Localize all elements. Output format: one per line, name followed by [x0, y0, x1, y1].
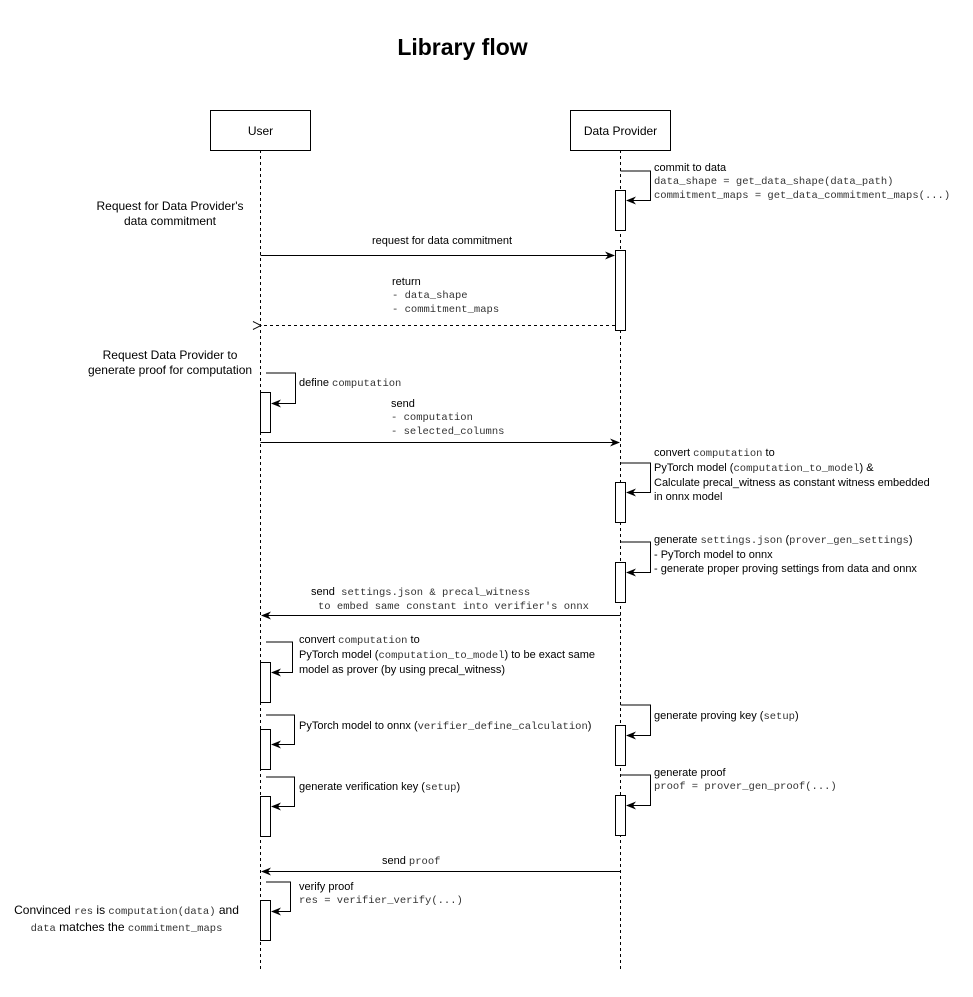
note-convinced: Convinced res is computation(data) and d… — [14, 903, 239, 935]
note-request-commitment: Request for Data Provider's data commitm… — [96, 199, 244, 228]
actor-provider-label: Data Provider — [583, 123, 658, 138]
label-send-computation: send - computation - selected_columns — [391, 398, 505, 438]
diagram-title: Library flow — [397, 34, 528, 60]
label-send-settings: send settings.json & precal_witness to e… — [311, 586, 589, 613]
provider-activation-request — [615, 250, 626, 331]
user-activation-verify — [260, 900, 271, 941]
label-convert-user: convert computation to PyTorch model (co… — [299, 634, 596, 676]
gen-settings-self-arrow — [620, 541, 651, 577]
convert-user-self-arrow — [266, 641, 293, 677]
verify-self-arrow — [266, 881, 291, 916]
user-activation-vk — [260, 796, 271, 837]
label-send-proof: send proof — [382, 855, 441, 868]
provider-activation-settings — [615, 562, 626, 603]
actor-user-label: User — [247, 123, 274, 138]
define-self-arrow — [266, 372, 296, 408]
user-activation-convert — [260, 662, 271, 703]
label-verify-proof: verify proof res = verifier_verify(...) — [299, 881, 463, 907]
label-proving-key: generate proving key (setup) — [654, 710, 799, 723]
to-onnx-self-arrow — [266, 714, 295, 749]
label-return: return - data_shape - commitment_maps — [392, 276, 500, 316]
label-define-computation: define computation — [299, 377, 402, 390]
convert-provider-self-arrow — [620, 462, 651, 497]
label-commit-to-data: commit to data data_shape = get_data_sha… — [654, 162, 951, 202]
commit-self-arrow — [620, 170, 651, 205]
label-verification-key: generate verification key (setup) — [299, 781, 461, 794]
actor-user: User — [210, 110, 311, 151]
provider-activation-commit — [615, 190, 626, 231]
actor-data-provider: Data Provider — [570, 110, 671, 151]
label-generate-settings: generate settings.json (prover_gen_setti… — [654, 534, 917, 575]
provider-activation-pk — [615, 725, 626, 766]
label-generate-proof: generate proof proof = prover_gen_proof(… — [654, 767, 837, 793]
user-activation-onnx — [260, 729, 271, 770]
user-activation-define — [260, 392, 271, 433]
label-request-commitment: request for data commitment — [372, 235, 513, 247]
verification-key-self-arrow — [266, 776, 295, 811]
label-convert-provider: convert computation to PyTorch model (co… — [654, 447, 930, 503]
provider-activation-proof — [615, 795, 626, 836]
note-request-proof: Request Data Provider to generate proof … — [87, 348, 253, 377]
proving-key-self-arrow — [620, 704, 651, 740]
label-to-onnx: PyTorch model to onnx (verifier_define_c… — [299, 720, 592, 733]
gen-proof-self-arrow — [620, 774, 651, 810]
provider-activation-convert — [615, 482, 626, 523]
